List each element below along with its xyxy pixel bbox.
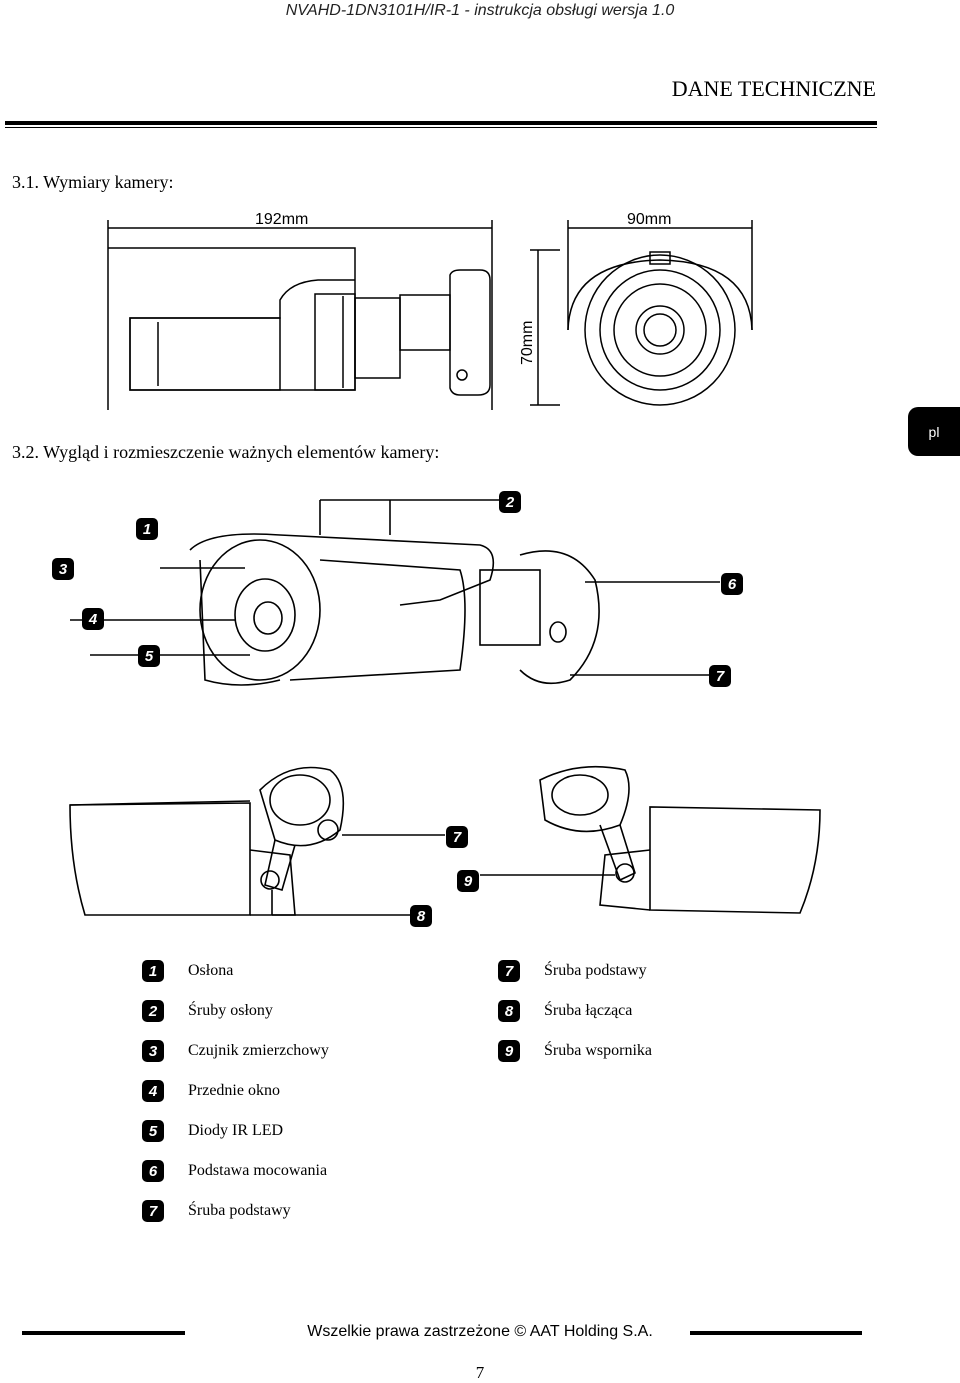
legend-label: Śruba podstawy <box>544 962 647 979</box>
legend-item: 7 Śruba podstawy <box>498 959 647 983</box>
footer-rule-right <box>690 1331 862 1335</box>
legend-number: 1 <box>142 960 164 982</box>
callout-6: 6 <box>721 573 743 595</box>
legend-number: 7 <box>498 960 520 982</box>
legend-item: 3 Czujnik zmierzchowy <box>142 1039 329 1063</box>
manual-header: NVAHD-1DN3101H/IR-1 - instrukcja obsługi… <box>285 2 675 19</box>
legend-item: 8 Śruba łącząca <box>498 999 632 1023</box>
callout-1: 1 <box>136 518 158 540</box>
page-title: DANE TECHNICZNE <box>671 76 876 101</box>
header-rule <box>5 121 877 125</box>
callout-8: 8 <box>410 905 432 927</box>
callout-9: 9 <box>457 870 479 892</box>
page-number: 7 <box>475 1363 485 1382</box>
legend-item: 5 Diody IR LED <box>142 1119 283 1143</box>
callout-7b: 7 <box>446 826 468 848</box>
dim-length-label: 192mm <box>255 211 308 228</box>
legend-label: Śruba łącząca <box>544 1002 633 1019</box>
callout-5: 5 <box>138 645 160 667</box>
legend-label: Śruby osłony <box>188 1002 273 1019</box>
legend-item: 6 Podstawa mocowania <box>142 1159 327 1183</box>
footer-copyright: Wszelkie prawa zastrzeżone © AAT Holding… <box>307 1323 653 1340</box>
legend-item: 2 Śruby osłony <box>142 999 273 1023</box>
language-tab[interactable]: pl <box>908 407 960 456</box>
legend-label: Diody IR LED <box>188 1122 284 1139</box>
legend-label: Osłona <box>188 962 234 979</box>
legend-label: Podstawa mocowania <box>188 1162 328 1179</box>
legend-number: 9 <box>498 1040 520 1062</box>
dimension-drawing: 192mm 90mm 70mm <box>107 211 753 410</box>
legend-item: 4 Przednie okno <box>142 1079 280 1103</box>
legend-label: Przednie okno <box>188 1082 280 1099</box>
callout-7: 7 <box>709 665 731 687</box>
legend-item: 9 Śruba wspornika <box>498 1039 652 1063</box>
camera-elements-illustration <box>70 499 720 686</box>
legend-number: 5 <box>142 1120 164 1142</box>
legend-number: 3 <box>142 1040 164 1062</box>
legend-label: Śruba wspornika <box>544 1042 652 1059</box>
header-rule-thin <box>5 127 877 128</box>
legend-number: 8 <box>498 1000 520 1022</box>
dim-height-label: 70mm <box>519 321 536 365</box>
dim-width-label: 90mm <box>627 211 671 228</box>
callout-2: 2 <box>499 491 521 513</box>
legend-number: 6 <box>142 1160 164 1182</box>
legend-number: 2 <box>142 1000 164 1022</box>
camera-bracket-illustration <box>69 765 821 916</box>
callout-3: 3 <box>52 558 74 580</box>
legend-label: Śruba podstawy <box>188 1202 291 1219</box>
legend-item: 7 Śruba podstawy <box>142 1199 291 1223</box>
legend-number: 7 <box>142 1200 164 1222</box>
legend-number: 4 <box>142 1080 164 1102</box>
legend-item: 1 Osłona <box>142 959 233 983</box>
section-3-2-title: 3.2. Wygląd i rozmieszczenie ważnych ele… <box>12 442 440 462</box>
footer-rule-left <box>22 1331 185 1335</box>
callout-4: 4 <box>82 608 104 630</box>
section-3-1-title: 3.1. Wymiary kamery: <box>12 172 174 192</box>
legend-label: Czujnik zmierzchowy <box>188 1042 329 1059</box>
